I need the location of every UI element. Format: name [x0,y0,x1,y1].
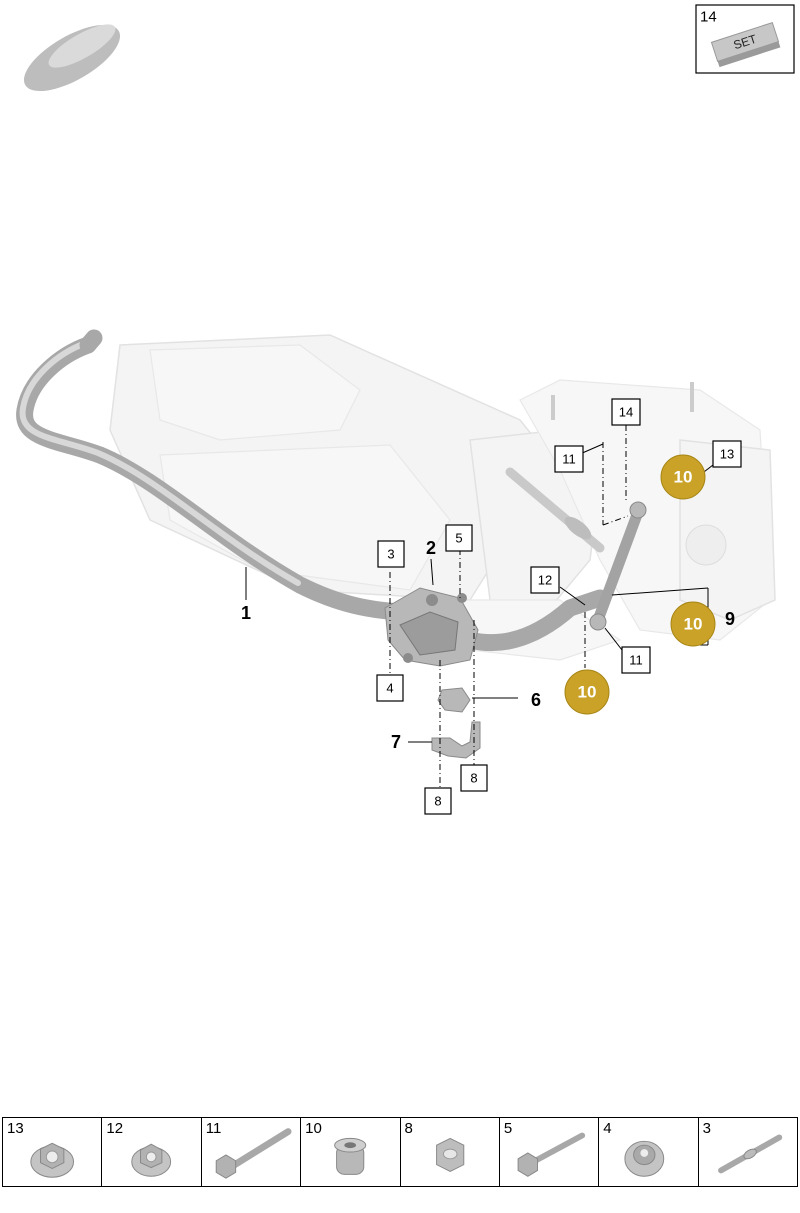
label-bearing-bracket: 2 [426,538,436,558]
parts-cell[interactable]: 10 [301,1118,401,1186]
stabilizer-bar[interactable] [16,329,609,652]
label-clamp-bracket: 7 [391,732,401,752]
flange-nut-icon [131,1143,172,1177]
parts-cell[interactable]: 12 [102,1118,202,1186]
callout-12-text: 12 [538,573,552,588]
callout-3-text: 3 [387,547,394,562]
callout-13[interactable]: 13 [712,440,742,468]
torque-badge-text: 10 [684,615,703,634]
callout-11-top[interactable]: 11 [554,445,584,473]
callout-11-bottom-text: 11 [629,653,643,668]
callout-5-text: 5 [455,531,462,546]
callout-12[interactable]: 12 [530,566,560,594]
stud-bolt-icon [717,1134,782,1174]
parts-cell[interactable]: 11 [202,1118,302,1186]
parts-cell[interactable]: 3 [699,1118,797,1186]
set-kit-number: 14 [700,9,717,26]
parts-cell-number: 12 [106,1120,124,1137]
tie-rod [505,467,605,553]
callout-4[interactable]: 4 [376,674,404,702]
parts-cell-number: 5 [503,1120,513,1137]
parts-cell-number: 10 [305,1120,322,1137]
hex-nut-icon [435,1137,464,1172]
bushing-icon [334,1137,367,1175]
flange-nut-icon [624,1140,665,1177]
callout-8-right[interactable]: 8 [460,764,488,792]
torque-badge-text: 10 [674,468,693,487]
callout-8-right-text: 8 [470,771,477,786]
parts-cell-number: 3 [702,1120,711,1137]
callout-4-text: 4 [386,681,393,696]
hex-bolt-icon [517,1132,586,1177]
parts-legend-strip: 13 12 11 10 8 5 4 3 [2,1117,798,1187]
torque-badge-text: 10 [578,683,597,702]
label-link-assembly: 9 [725,609,735,629]
parts-cell[interactable]: 13 [3,1118,103,1186]
torque-badge[interactable]: 10 [670,601,716,647]
stabilizer-link-rod[interactable] [589,501,647,631]
parts-cell[interactable]: 5 [500,1118,600,1186]
callout-13-text: 13 [720,447,734,462]
hex-bolt-icon [215,1128,292,1179]
car-model-icon [23,24,121,92]
rubber-bushing[interactable] [437,687,471,713]
flange-nut-icon [30,1142,75,1178]
torque-badge[interactable]: 10 [660,454,706,500]
clamp-bracket[interactable] [431,721,481,759]
parts-cell-number: 4 [603,1120,612,1137]
bearing-bracket[interactable] [384,587,479,667]
callout-11-top-text: 11 [562,452,576,467]
label-stabilizer-bar: 1 [241,603,251,623]
set-kit-box[interactable]: 14 SET [695,4,795,74]
callout-8-left[interactable]: 8 [424,787,452,815]
parts-cell[interactable]: 8 [401,1118,500,1186]
parts-cell-number: 13 [7,1120,24,1137]
parts-cell-number: 11 [205,1120,222,1137]
label-rubber-bushing: 6 [531,690,541,710]
parts-cell-number: 8 [404,1120,413,1137]
callout-8-left-text: 8 [434,794,441,809]
parts-cell[interactable]: 4 [599,1118,699,1186]
callout-11-bottom[interactable]: 11 [621,646,651,674]
torque-badge[interactable]: 10 [564,669,610,715]
set-kit-icon: SET [710,21,781,68]
callout-5[interactable]: 5 [445,524,473,552]
callout-14[interactable]: 14 [611,398,641,426]
leader-lines [245,425,714,788]
callout-14-text: 14 [619,405,633,420]
callout-3[interactable]: 3 [377,540,405,568]
